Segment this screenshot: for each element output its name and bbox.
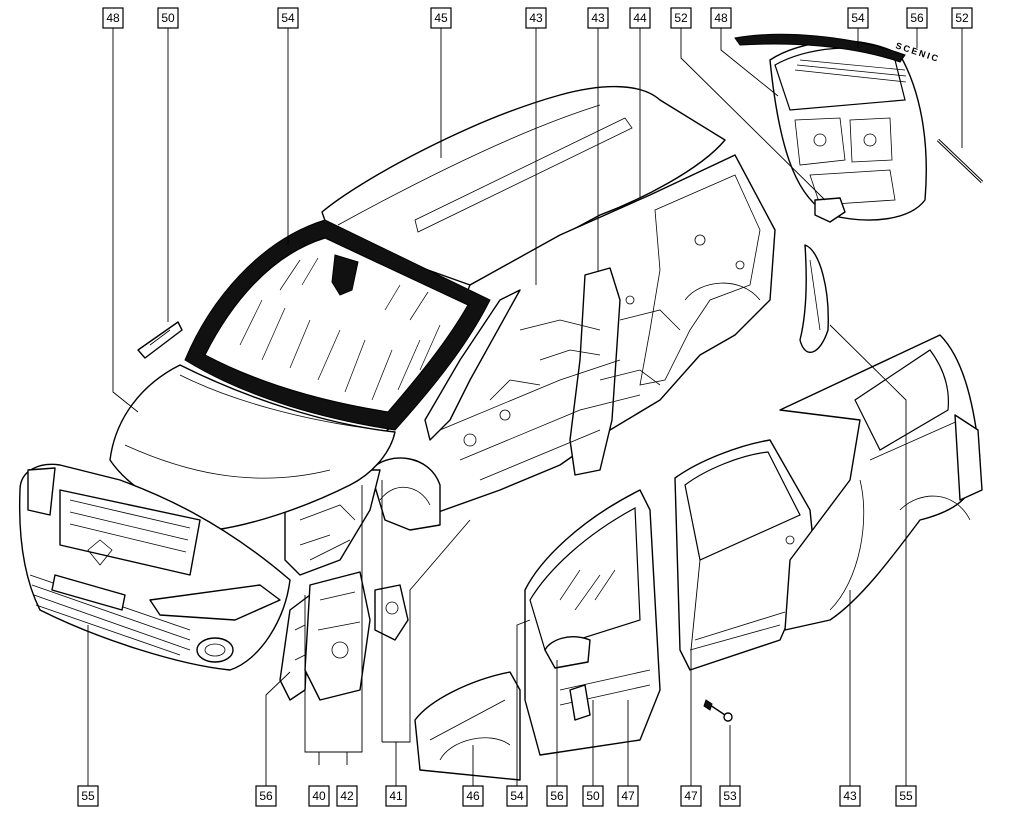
callout-label: 56 bbox=[910, 11, 924, 25]
callout-42: 42 bbox=[336, 785, 358, 807]
callout-43-side: 43 bbox=[839, 785, 861, 807]
callout-label: 54 bbox=[510, 789, 524, 803]
rear-door bbox=[674, 439, 816, 671]
callout-56-liner: 56 bbox=[255, 785, 277, 807]
inner-wing-panel bbox=[304, 571, 371, 701]
wheel-arch-bracket bbox=[374, 584, 409, 641]
callout-label: 42 bbox=[340, 789, 354, 803]
tailgate bbox=[769, 40, 927, 221]
callout-41: 41 bbox=[385, 785, 407, 807]
callout-label: 54 bbox=[281, 11, 295, 25]
callout-53-fastener: 53 bbox=[719, 785, 741, 807]
callout-43-a: 43 bbox=[525, 7, 547, 29]
callout-label: 55 bbox=[899, 789, 913, 803]
callout-45-roof: 45 bbox=[430, 7, 452, 29]
callout-label: 44 bbox=[633, 11, 647, 25]
callout-label: 43 bbox=[591, 11, 605, 25]
callout-label: 52 bbox=[955, 11, 969, 25]
callout-label: 46 bbox=[466, 789, 480, 803]
tailgate-gas-strut bbox=[936, 138, 984, 184]
front-door bbox=[524, 489, 661, 756]
bonnet-hinge bbox=[137, 321, 183, 359]
callout-47-rear-door: 47 bbox=[680, 785, 702, 807]
callout-label: 54 bbox=[851, 11, 865, 25]
callout-label: 56 bbox=[259, 789, 273, 803]
callout-label: 48 bbox=[714, 11, 728, 25]
callout-label: 50 bbox=[586, 789, 600, 803]
callout-label: 53 bbox=[723, 789, 737, 803]
callout-55-rear: 55 bbox=[895, 785, 917, 807]
rear-wheel-arch-trim bbox=[799, 244, 829, 353]
roof-panel bbox=[321, 85, 726, 286]
callout-label: 48 bbox=[106, 11, 120, 25]
callout-label: 47 bbox=[684, 789, 698, 803]
callout-50-handle: 50 bbox=[582, 785, 604, 807]
callout-label: 56 bbox=[550, 789, 564, 803]
callout-48-tailgate: 48 bbox=[710, 7, 732, 29]
callout-46-wing: 46 bbox=[462, 785, 484, 807]
wheel-arch-liner-left bbox=[279, 594, 311, 701]
callout-43-b: 43 bbox=[587, 7, 609, 29]
callout-label: 43 bbox=[843, 789, 857, 803]
callout-54-windscreen: 54 bbox=[277, 7, 299, 29]
callout-label: 50 bbox=[161, 11, 175, 25]
bonnet bbox=[109, 364, 396, 531]
tailgate-hinge bbox=[814, 197, 846, 223]
callout-56-mirror: 56 bbox=[546, 785, 568, 807]
callout-47-front-door: 47 bbox=[617, 785, 639, 807]
callout-50-hinge: 50 bbox=[157, 7, 179, 29]
callout-label: 40 bbox=[312, 789, 326, 803]
body-side-panel bbox=[779, 334, 983, 631]
callout-label: 43 bbox=[529, 11, 543, 25]
callout-48-bonnet: 48 bbox=[102, 7, 124, 29]
callout-52-strut: 52 bbox=[951, 7, 973, 29]
callout-label: 47 bbox=[621, 789, 635, 803]
callout-55-front-bumper: 55 bbox=[77, 785, 99, 807]
callout-44: 44 bbox=[629, 7, 651, 29]
windscreen bbox=[184, 219, 491, 431]
callout-54-door-glass: 54 bbox=[506, 785, 528, 807]
rear-spoiler bbox=[734, 33, 906, 63]
front-wing bbox=[414, 671, 521, 781]
callout-56-badge: 56 bbox=[906, 7, 928, 29]
fuel-flap-fastener bbox=[703, 699, 733, 722]
callout-label: 45 bbox=[434, 11, 448, 25]
callout-52-hinge: 52 bbox=[670, 7, 692, 29]
callout-label: 55 bbox=[81, 789, 95, 803]
callout-54-rear-glass: 54 bbox=[847, 7, 869, 29]
front-bumper bbox=[18, 463, 291, 671]
leader-lines bbox=[87, 28, 963, 786]
callout-label: 52 bbox=[674, 11, 688, 25]
callout-label: 41 bbox=[389, 789, 403, 803]
callout-40: 40 bbox=[308, 785, 330, 807]
